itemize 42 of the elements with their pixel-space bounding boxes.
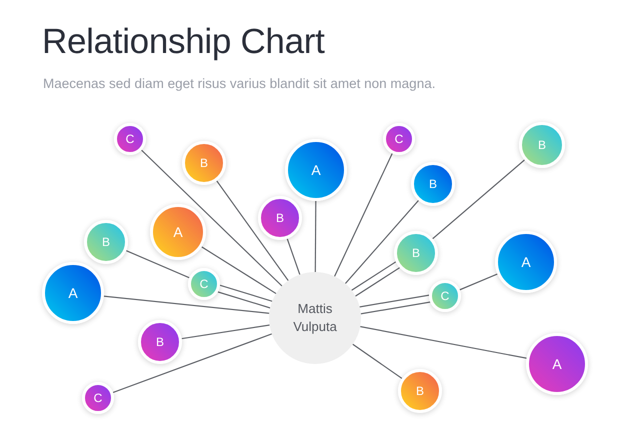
- connector-line: [344, 200, 419, 284]
- category-circle: A: [150, 204, 206, 260]
- connector-line: [334, 153, 393, 277]
- category-circle: B: [138, 320, 182, 364]
- category-circle: C: [383, 123, 415, 155]
- connector-line: [104, 296, 270, 314]
- center-circle: Mattis Vulputa: [269, 272, 361, 364]
- connector-line: [182, 324, 270, 340]
- connector-line: [360, 326, 527, 359]
- connector-line: [141, 150, 282, 286]
- chart-title: Relationship Chart: [42, 22, 325, 62]
- category-circle: B: [258, 196, 302, 240]
- chart-subtitle: Maecenas sed diam eget risus varius blandit sit amet non magna.: [43, 76, 436, 91]
- connector-line: [126, 250, 190, 278]
- category-circle: C: [188, 268, 220, 300]
- connector-line: [360, 294, 430, 308]
- category-circle: C: [82, 382, 114, 414]
- category-circle: B: [182, 141, 226, 185]
- connector-line: [218, 291, 270, 308]
- connector-line: [286, 238, 300, 275]
- category-circle: B: [84, 220, 128, 264]
- connector-line: [460, 274, 498, 290]
- category-circle: B: [398, 369, 442, 413]
- category-circle: A: [285, 139, 347, 201]
- connector-line: [351, 261, 396, 291]
- category-circle: C: [114, 123, 146, 155]
- connector-line: [360, 302, 430, 314]
- category-circle: A: [495, 231, 557, 293]
- connector-line: [220, 284, 272, 302]
- connector-line: [355, 267, 400, 297]
- category-circle: B: [519, 122, 565, 168]
- connector-line: [201, 246, 276, 294]
- category-circle: B: [411, 162, 455, 206]
- category-circle: A: [42, 262, 104, 324]
- connector-line: [112, 333, 272, 393]
- category-circle: B: [394, 231, 438, 275]
- category-circle: A: [526, 333, 588, 395]
- connector-line: [432, 160, 525, 240]
- connector-line: [352, 344, 402, 379]
- category-circle: C: [429, 280, 461, 312]
- connector-line: [216, 180, 289, 281]
- connector-line: [314, 201, 316, 272]
